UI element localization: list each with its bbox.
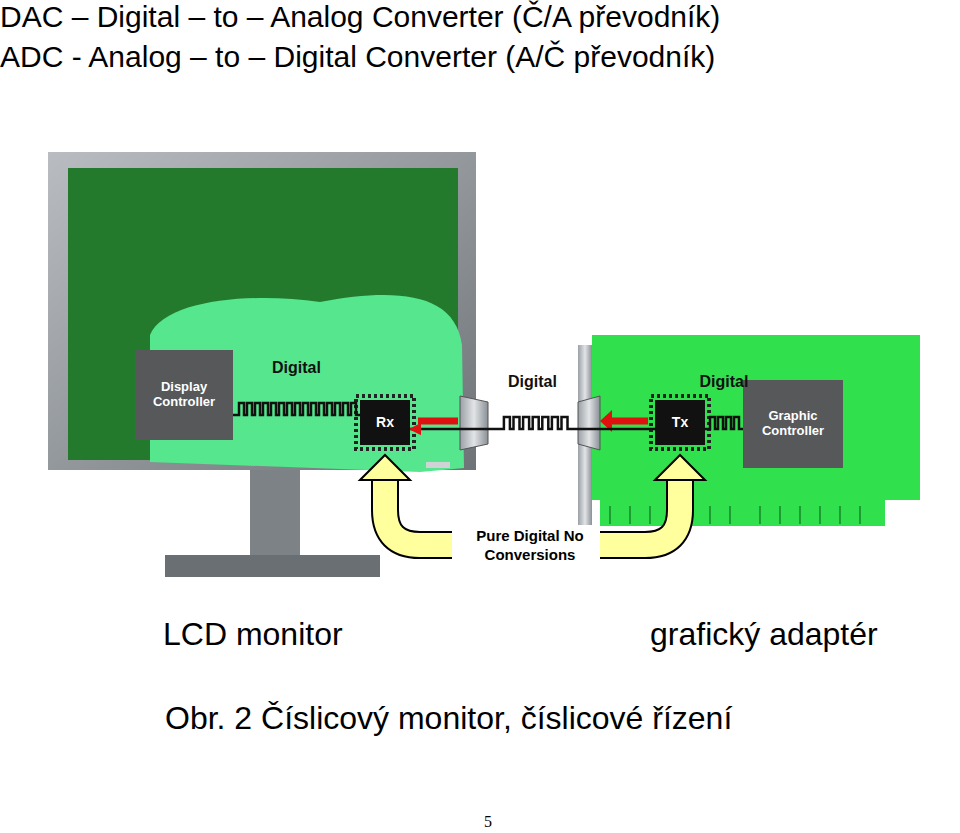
monitor-neck [250, 470, 300, 558]
signal-wire [233, 403, 360, 415]
wire-label: Digital [272, 359, 321, 377]
monitor-logo [426, 462, 450, 468]
red-arrow [418, 418, 458, 425]
graphics-card-board [592, 335, 920, 526]
node-text: Rx [376, 414, 394, 430]
subtitle: ADC - Analog – to – Digital Converter (A… [0, 38, 715, 76]
card-fingers [610, 506, 860, 524]
monitor-base [165, 555, 380, 577]
controller-box: Display Controller [135, 350, 233, 440]
page-number: 5 [484, 812, 492, 832]
pointer-arrow [600, 455, 705, 545]
receiver-chip: Rx [360, 400, 410, 445]
callout-text: Pure Digital No Conversions [455, 527, 605, 565]
monitor-connector [460, 396, 488, 450]
wire-label: Digital [700, 373, 749, 391]
part-label: grafický adaptér [650, 614, 878, 654]
card-connector [578, 396, 600, 450]
node-text: Tx [672, 414, 688, 430]
chip-pins [356, 396, 414, 449]
node-text: Display Controller [135, 380, 233, 410]
part-label: LCD monitor [163, 614, 343, 654]
red-arrow [612, 418, 648, 425]
controller-box: Graphic Controller [743, 380, 843, 468]
title: DAC – Digital – to – Analog Converter (Č… [0, 0, 720, 34]
transmitter-chip: Tx [655, 400, 705, 445]
chip-pins [651, 396, 709, 449]
signal-wire [705, 417, 743, 429]
wire-label: Digital [508, 373, 557, 391]
pointer-arrow [360, 455, 452, 545]
node-text: Graphic Controller [743, 409, 843, 439]
caption: Obr. 2 Číslicový monitor, číslicové říze… [165, 700, 732, 737]
signal-wire [410, 417, 655, 429]
